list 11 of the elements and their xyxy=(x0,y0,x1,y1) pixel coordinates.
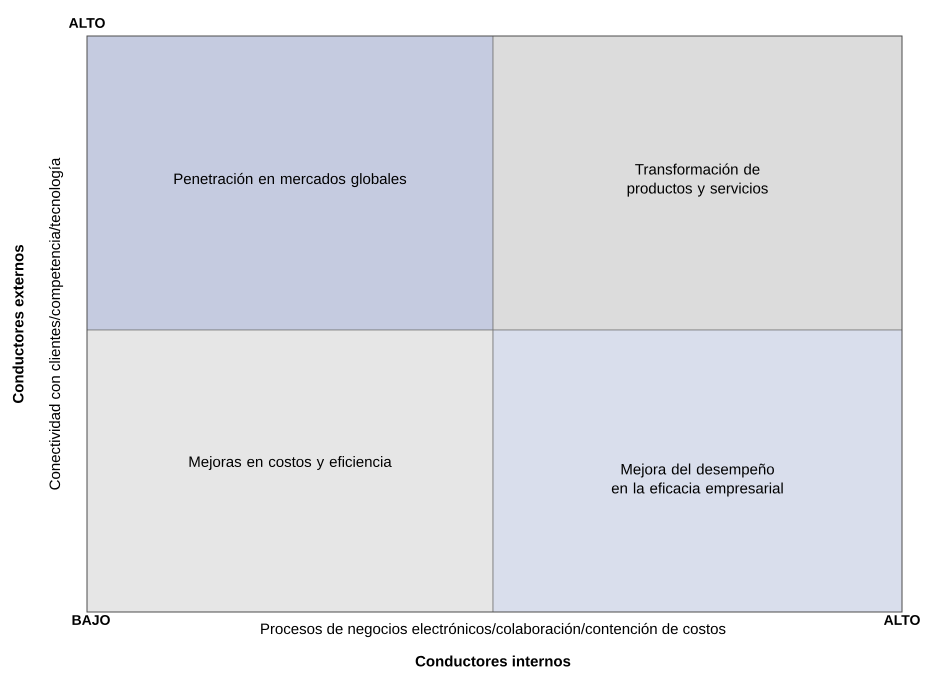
axis-end-label: ALTO xyxy=(884,615,920,625)
quadrant-box: Penetración en mercados globales xyxy=(86,36,494,330)
axis-end-label: ALTO xyxy=(68,18,105,28)
quadrant-box: Mejora del desempeño en la eficacia empresarial xyxy=(492,330,902,612)
axis-title: Conductores externos xyxy=(12,245,24,403)
axis-end-label: BAJO xyxy=(72,615,110,625)
axis-label: Procesos de negocios electrónicos/colaboración/contención de costos xyxy=(261,622,726,638)
quadrant-box: Transformación de productos y servicios xyxy=(492,36,902,330)
axis-label: Conectividad con clientes/competencia/tecnología xyxy=(48,158,64,490)
quadrant-box: Mejoras en costos y eficiencia xyxy=(86,330,494,612)
axis-title: Conductores internos xyxy=(416,656,570,666)
